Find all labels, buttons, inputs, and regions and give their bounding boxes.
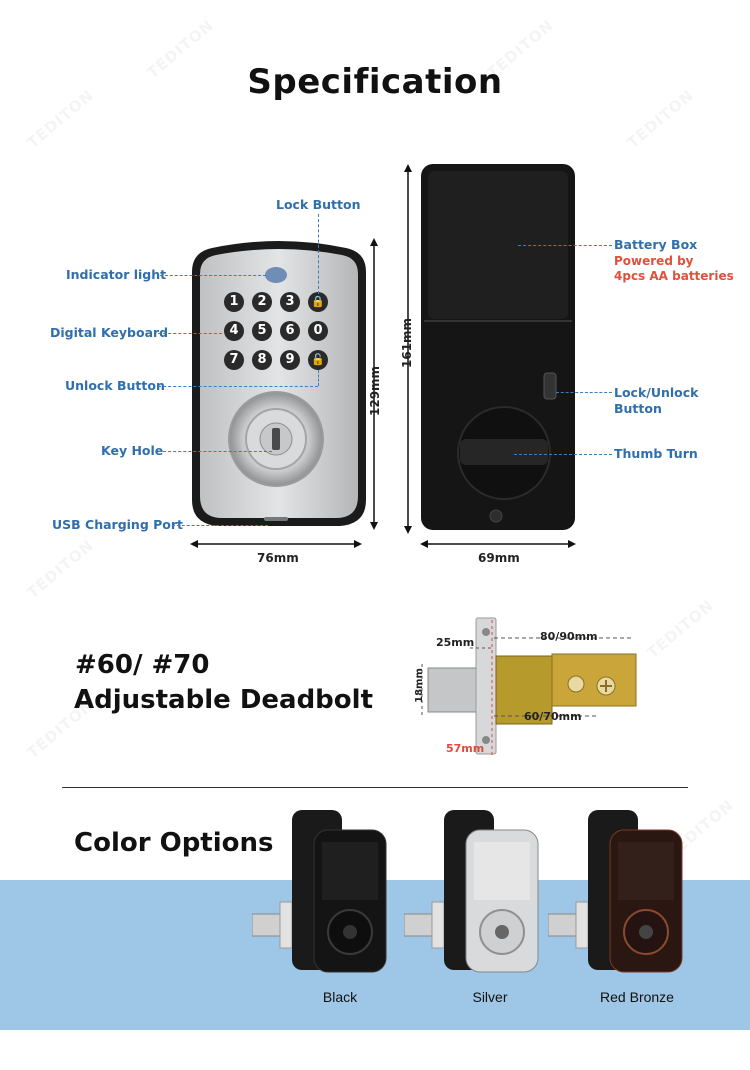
leader-line: [318, 370, 319, 386]
color-option-black: Black: [322, 989, 358, 1005]
label-lock-unlock-button-2: Button: [614, 401, 662, 416]
deadbolt-heading: Adjustable Deadbolt: [74, 685, 373, 715]
leader-line: [318, 214, 319, 294]
keypad-key: 9: [280, 350, 300, 370]
dimension-back-height: 161mm: [400, 317, 414, 368]
leader-line: [556, 392, 612, 393]
front-lock-image: [192, 241, 366, 526]
label-indicator-light: Indicator light: [66, 267, 167, 282]
keypad-key: 0: [308, 321, 328, 341]
keypad-key: 3: [280, 292, 300, 312]
leader-line: [160, 275, 266, 276]
label-unlock-button: Unlock Button: [65, 378, 165, 393]
label-lock-button: Lock Button: [276, 197, 361, 212]
watermark: TEDITON: [644, 596, 718, 662]
page-title: Specification: [247, 62, 503, 102]
keypad-key: 8: [252, 350, 272, 370]
keypad-key: 6: [280, 321, 300, 341]
lock-key-icon: 🔒: [308, 292, 328, 312]
dimension-front-width: 76mm: [257, 551, 299, 565]
section-divider: [62, 787, 688, 788]
dimension-57mm: 57mm: [446, 742, 485, 755]
deadbolt-image: [421, 617, 637, 756]
keypad-key: 5: [252, 321, 272, 341]
label-powered-by: Powered by: [614, 254, 694, 268]
deadbolt-size-heading: #60/ #70: [75, 650, 210, 680]
dimension-80-90mm: 80/90mm: [540, 630, 598, 643]
unlock-key-icon: 🔓: [308, 350, 328, 370]
leader-line: [158, 333, 222, 334]
leader-line: [514, 454, 612, 455]
label-batteries: 4pcs AA batteries: [614, 269, 734, 283]
label-key-hole: Key Hole: [101, 443, 164, 458]
keypad-key: 2: [252, 292, 272, 312]
dimension-back-width: 69mm: [478, 551, 520, 565]
dimension-60-70mm: 60/70mm: [524, 710, 582, 723]
front-dimension-arrows: [190, 238, 378, 548]
label-thumb-turn: Thumb Turn: [614, 446, 698, 461]
color-options-heading: Color Options: [74, 828, 274, 858]
keypad-key: 4: [224, 321, 244, 341]
label-usb-port: USB Charging Port: [52, 517, 184, 532]
red-bronze-lock-image: [548, 810, 683, 973]
color-option-silver: Silver: [472, 989, 508, 1005]
label-digital-keyboard: Digital Keyboard: [50, 325, 169, 340]
leader-line: [172, 525, 268, 526]
leader-line: [158, 451, 272, 452]
label-battery-box: Battery Box: [614, 237, 698, 252]
black-lock-image: [252, 810, 387, 973]
label-lock-unlock-button: Lock/Unlock: [614, 385, 699, 400]
silver-lock-image: [404, 810, 539, 973]
watermark: TEDITON: [24, 536, 98, 602]
leader-line: [518, 245, 612, 246]
back-dimension-arrows: [404, 164, 576, 548]
dimension-front-height: 129mm: [368, 365, 382, 416]
dimension-18mm: 18mm: [413, 668, 425, 703]
keypad-key: 7: [224, 350, 244, 370]
back-lock-image: [421, 164, 575, 530]
dimension-25mm: 25mm: [436, 636, 475, 649]
color-option-red-bronze: Red Bronze: [600, 989, 674, 1005]
leader-line: [158, 386, 318, 387]
keypad-key: 1: [224, 292, 244, 312]
